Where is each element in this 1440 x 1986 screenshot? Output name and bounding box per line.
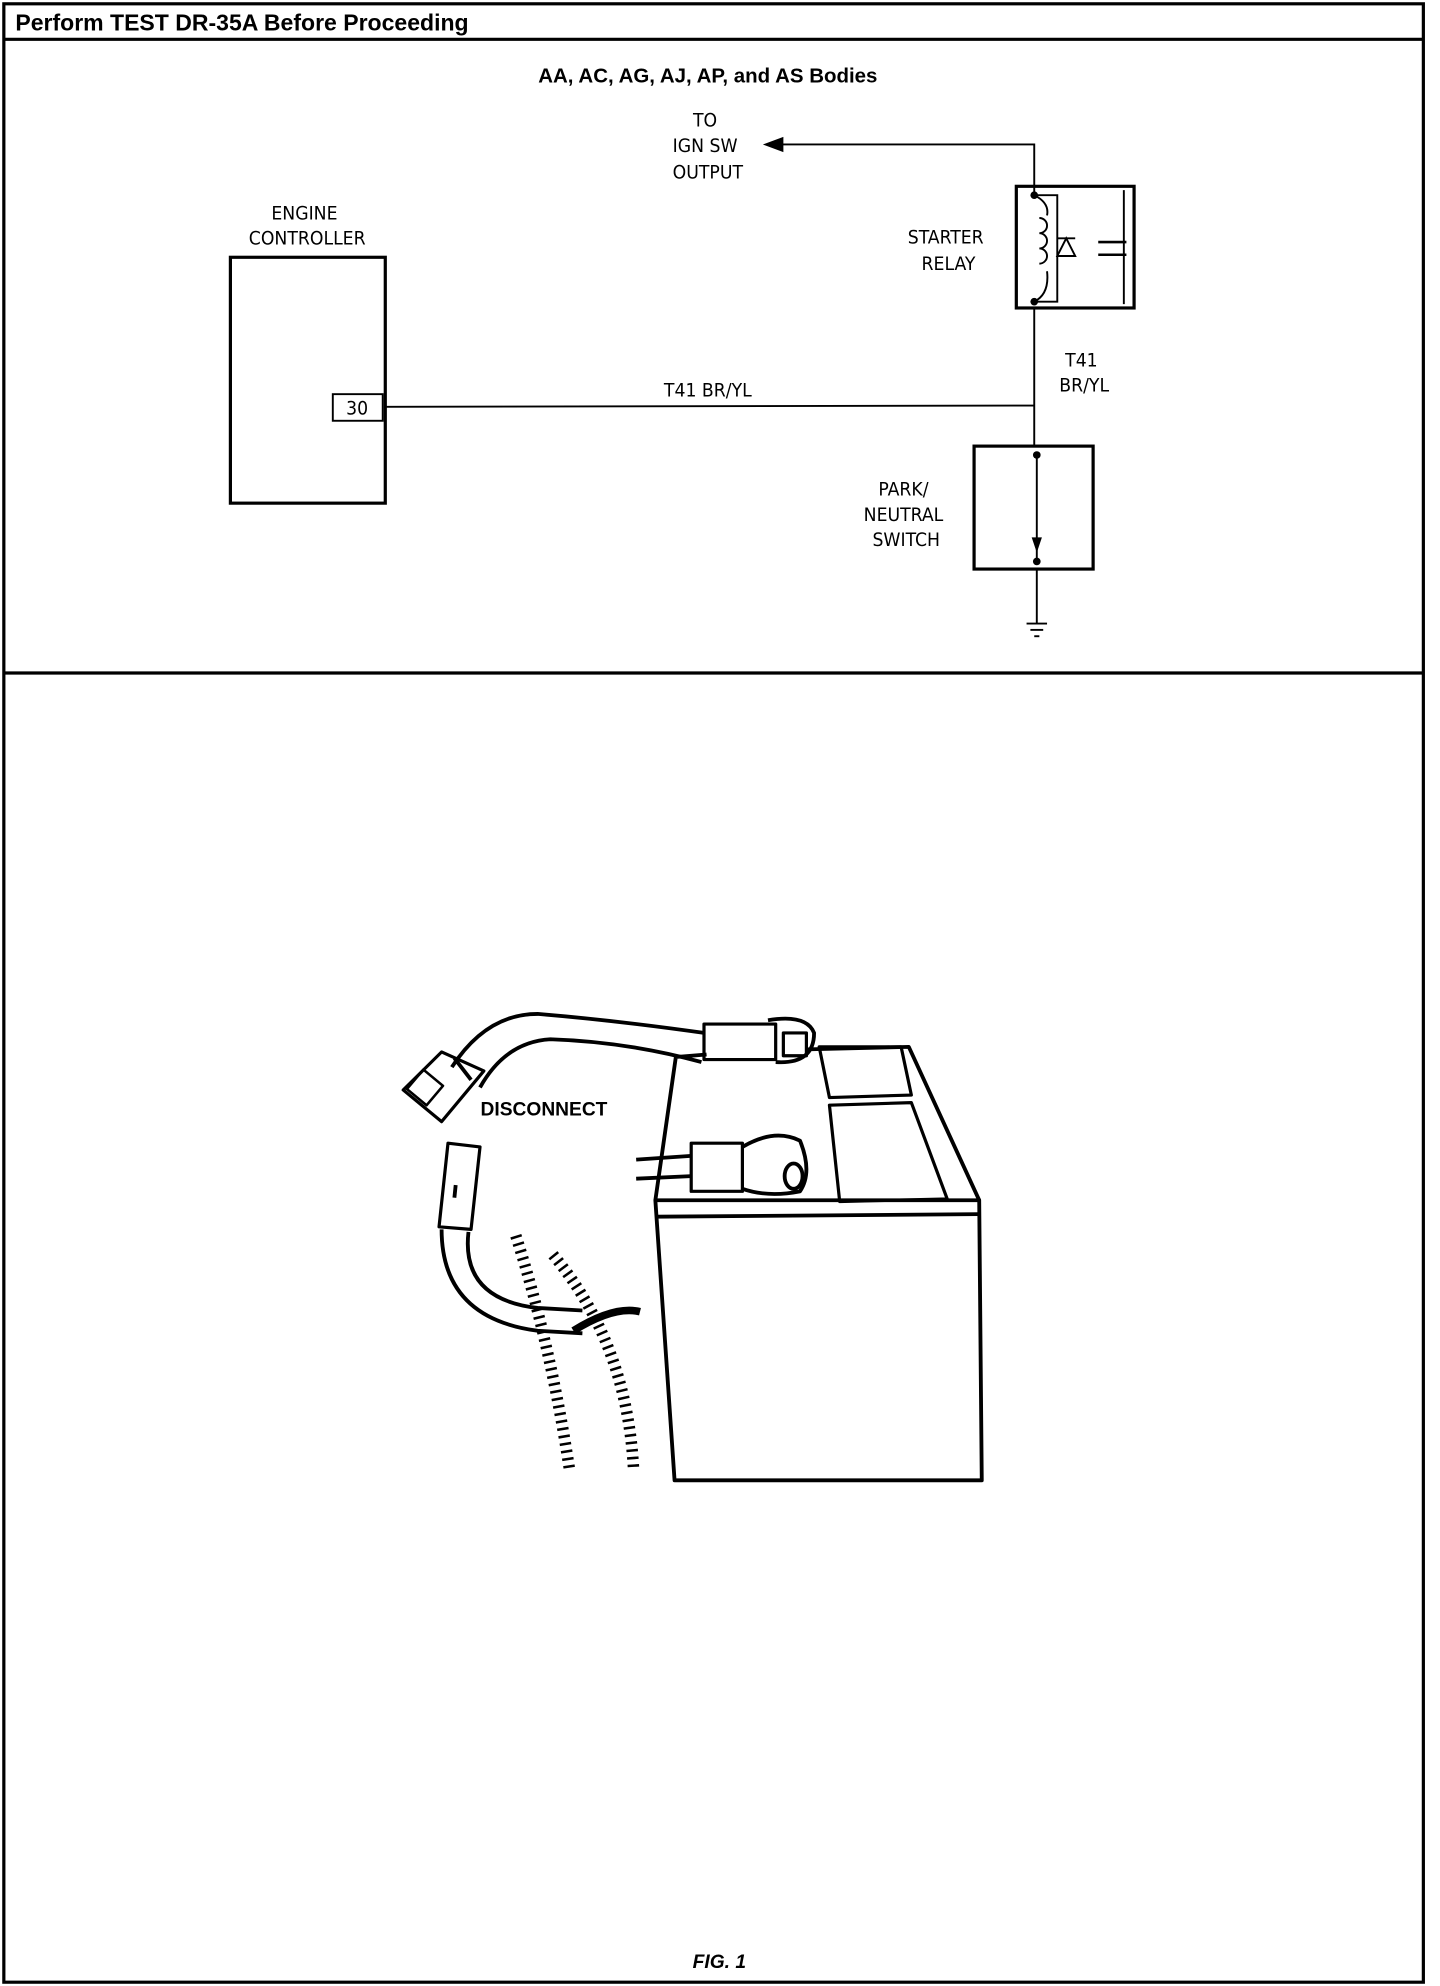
starter-relay	[1014, 184, 1136, 310]
vertical-wire-label: T41 BR/YL	[1059, 348, 1109, 396]
pin-box	[331, 393, 384, 422]
ign-label: TO IGN SW OUTPUT	[673, 109, 744, 184]
diode-icon	[1055, 236, 1077, 257]
schematic-subtitle: AA, AC, AG, AJ, AP, and AS Bodies	[538, 65, 877, 87]
battery	[653, 1044, 984, 1483]
park-neutral-switch	[972, 444, 1095, 571]
figure-caption: FIG. 1	[693, 1952, 746, 1973]
starter-relay-label: STARTER RELAY	[908, 225, 989, 275]
pin-number: 30	[346, 397, 368, 420]
header-title: Perform TEST DR-35A Before Proceeding	[15, 10, 468, 36]
engine-controller-label: ENGINE CONTROLLER	[249, 201, 366, 249]
battery-disconnect-illustration	[401, 1012, 984, 1483]
horizontal-wire	[385, 404, 1035, 408]
relay-coil-icon	[1033, 194, 1049, 303]
horizontal-wire-label: T41 BR/YL	[663, 379, 752, 402]
battery-cable-top	[401, 1012, 816, 1124]
park-neutral-label: PARK/ NEUTRAL SWITCH	[864, 478, 949, 552]
battery-cable-bottom	[636, 1133, 809, 1196]
ground-icon	[1026, 622, 1048, 638]
wiring-schematic: AA, AC, AG, AJ, AP, and AS Bodies TO IGN…	[228, 65, 1136, 638]
arrow-left-icon	[762, 136, 784, 153]
capacitor-icon	[1098, 240, 1127, 257]
engine-controller	[228, 255, 387, 505]
switch-contact-icon	[1031, 537, 1042, 553]
harness-connector	[437, 1141, 641, 1472]
disconnect-callout: DISCONNECT	[481, 1099, 608, 1120]
ign-wire	[780, 143, 1036, 193]
